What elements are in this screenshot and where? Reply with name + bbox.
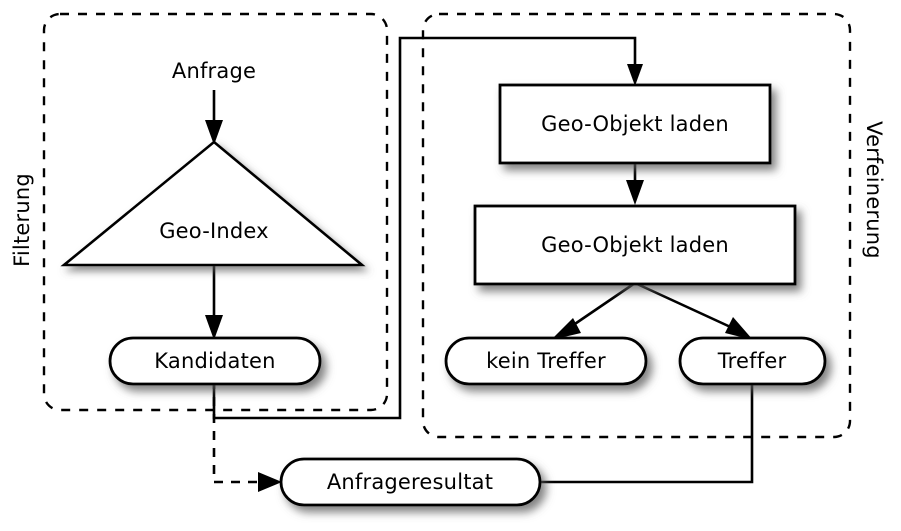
edge-kandidaten-to-geo-objekt-laden-1	[212, 36, 643, 420]
node-anfrage: Anfrage	[172, 59, 256, 83]
edge-anfrage-to-geo-index	[205, 90, 223, 145]
group-label-filterung: Filterung	[10, 173, 34, 267]
node-label-kandidaten: Kandidaten	[154, 349, 275, 373]
verfeinerung-panel-border	[421, 12, 852, 439]
node-label-geo-objekt-laden-2: Geo-Objekt laden	[541, 233, 729, 257]
arrow-head-icon	[258, 472, 282, 492]
node-anfrageresultat[interactable]: Anfrageresultat	[279, 457, 542, 507]
edge-path	[212, 36, 637, 420]
edge-path	[540, 380, 754, 484]
edge-geo-objekt-laden-2-to-treffer	[634, 281, 753, 340]
node-label-anfrage: Anfrage	[172, 59, 256, 83]
geo-objekt-laden-1-rect-shape[interactable]	[498, 83, 772, 165]
filterung-panel-border	[42, 12, 389, 412]
edge-path	[634, 281, 738, 332]
node-geo-objekt-laden-1[interactable]: Geo-Objekt laden	[498, 83, 772, 165]
group-label-verfeinerung: Verfeinerung	[862, 121, 886, 259]
edge-path-dashed	[212, 380, 262, 484]
treffer-stadium-shape[interactable]	[678, 336, 827, 386]
kandidaten-stadium-shape[interactable]	[108, 336, 322, 386]
edge-geo-objekt-laden-1-to-2	[626, 163, 644, 205]
node-kein-treffer[interactable]: kein Treffer	[444, 336, 648, 386]
anfrageresultat-stadium-shape[interactable]	[279, 457, 542, 507]
arrow-head-icon	[626, 180, 644, 205]
node-label-treffer: Treffer	[717, 349, 787, 373]
geo-index-triangle-shape[interactable]	[60, 140, 366, 267]
node-treffer[interactable]: Treffer	[678, 336, 827, 386]
node-label-geo-index: Geo-Index	[159, 219, 269, 243]
edge-path	[565, 281, 636, 332]
node-kandidaten[interactable]: Kandidaten	[108, 336, 322, 386]
arrow-head-icon	[551, 318, 581, 340]
arrow-head-icon	[725, 317, 753, 340]
edge-geo-index-to-kandidaten	[205, 265, 223, 340]
group-panel-verfeinerung: Verfeinerung	[421, 12, 886, 439]
node-label-geo-objekt-laden-1: Geo-Objekt laden	[541, 112, 729, 136]
edge-geo-objekt-laden-2-to-kein-treffer	[551, 281, 636, 340]
kein-treffer-stadium-shape[interactable]	[444, 336, 648, 386]
arrow-head-icon	[627, 64, 643, 86]
edge-treffer-to-anfrageresultat	[540, 380, 754, 484]
arrow-head-icon	[205, 315, 223, 340]
node-geo-objekt-laden-2[interactable]: Geo-Objekt laden	[473, 204, 797, 286]
node-label-anfrageresultat: Anfrageresultat	[327, 470, 493, 494]
group-panel-filterung: Filterung	[10, 12, 389, 412]
node-geo-index[interactable]: Geo-Index	[60, 140, 366, 267]
node-label-kein-treffer: kein Treffer	[486, 349, 606, 373]
edge-kandidaten-to-anfrageresultat	[212, 380, 282, 492]
geo-objekt-laden-2-rect-shape[interactable]	[473, 204, 797, 286]
arrow-head-icon	[205, 120, 223, 145]
